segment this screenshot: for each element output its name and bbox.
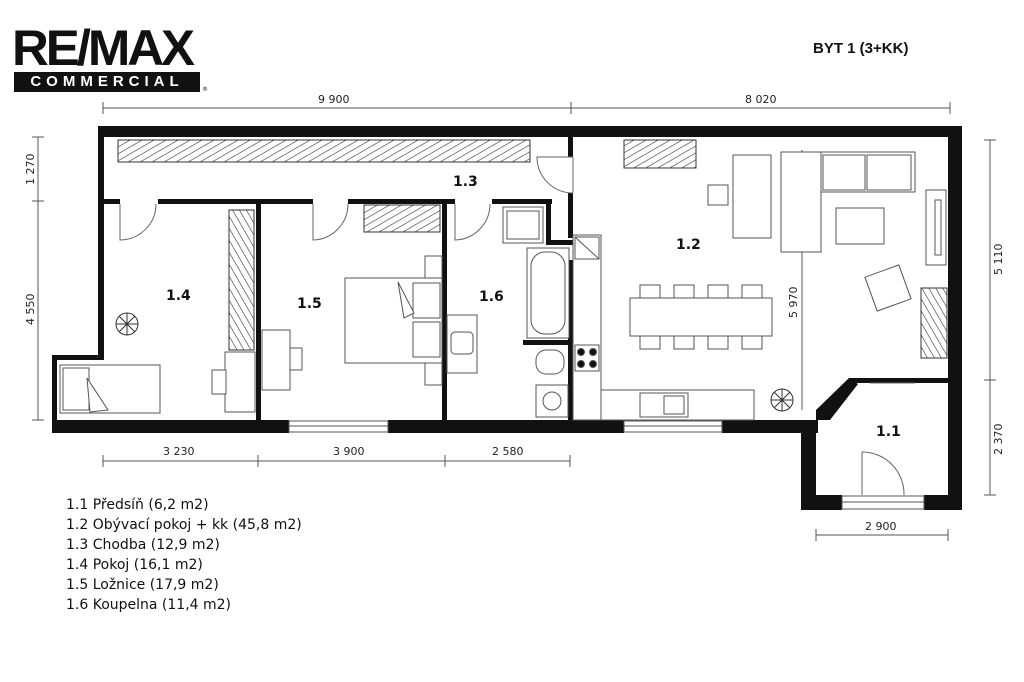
dining-table	[629, 297, 773, 337]
legend-item: 1.6 Koupelna (11,4 m2)	[66, 597, 232, 613]
room-label-1-2: 1.2	[676, 237, 701, 253]
living-room-shelf	[920, 287, 948, 359]
logo-brand: RE/MAX	[12, 20, 195, 76]
plant-icons	[115, 312, 794, 412]
dim-bottom-entry: 2 900	[865, 520, 897, 533]
dim-top-left: 9 900	[318, 93, 350, 106]
desk-1-4	[224, 351, 256, 413]
room-1-5-wardrobe	[363, 204, 441, 233]
desk-1-5	[261, 329, 291, 391]
legend-item: 1.5 Ložnice (17,9 m2)	[66, 577, 219, 593]
plan-title: BYT 1 (3+KK)	[813, 40, 909, 57]
dim-bottom-3: 2 580	[492, 445, 524, 458]
room-label-1-4: 1.4	[166, 288, 191, 304]
dimension-lines	[32, 102, 996, 541]
kitchen-counter-vertical	[572, 234, 602, 421]
armchair	[864, 264, 912, 312]
coffee-table	[835, 207, 885, 245]
dim-right-upper: 5 110	[992, 244, 1005, 276]
dim-left-upper: 1 270	[24, 154, 37, 186]
room-legend: 1.1 Předsíň (6,2 m2) 1.2 Obývací pokoj +…	[66, 495, 302, 615]
kitchen-wall-cabinet	[623, 139, 697, 169]
dim-bottom-2: 3 900	[333, 445, 365, 458]
room-1-4-wardrobe	[228, 209, 255, 351]
logo-registered-mark: ®	[202, 86, 208, 93]
legend-item: 1.2 Obývací pokoj + kk (45,8 m2)	[66, 517, 302, 533]
dim-right-lower: 2 370	[992, 424, 1005, 456]
dim-top-right: 8 020	[745, 93, 777, 106]
legend-item: 1.1 Předsíň (6,2 m2)	[66, 497, 209, 513]
doors	[119, 156, 915, 496]
legend-item: 1.4 Pokoj (16,1 m2)	[66, 557, 203, 573]
dim-left-lower: 4 550	[24, 294, 37, 326]
washing-machine	[535, 384, 569, 418]
windows	[288, 420, 925, 510]
legend-item: 1.3 Chodba (12,9 m2)	[66, 537, 220, 553]
work-desk	[732, 154, 772, 239]
room-label-1-3: 1.3	[453, 174, 478, 190]
room-label-1-5: 1.5	[297, 296, 322, 312]
remax-commercial-logo: RE/MAX COMMERCIAL ®	[12, 20, 208, 96]
dim-bottom-1: 3 230	[163, 445, 195, 458]
logo-subtitle: COMMERCIAL	[30, 73, 184, 90]
hallway-wardrobe	[117, 139, 531, 163]
logo-bar	[14, 72, 200, 92]
dim-inner-vertical: 5 970	[787, 287, 800, 319]
room-label-1-6: 1.6	[479, 289, 504, 305]
furniture	[59, 151, 947, 421]
walls	[52, 126, 962, 510]
room-label-1-1: 1.1	[876, 424, 901, 440]
toilet	[535, 349, 565, 375]
